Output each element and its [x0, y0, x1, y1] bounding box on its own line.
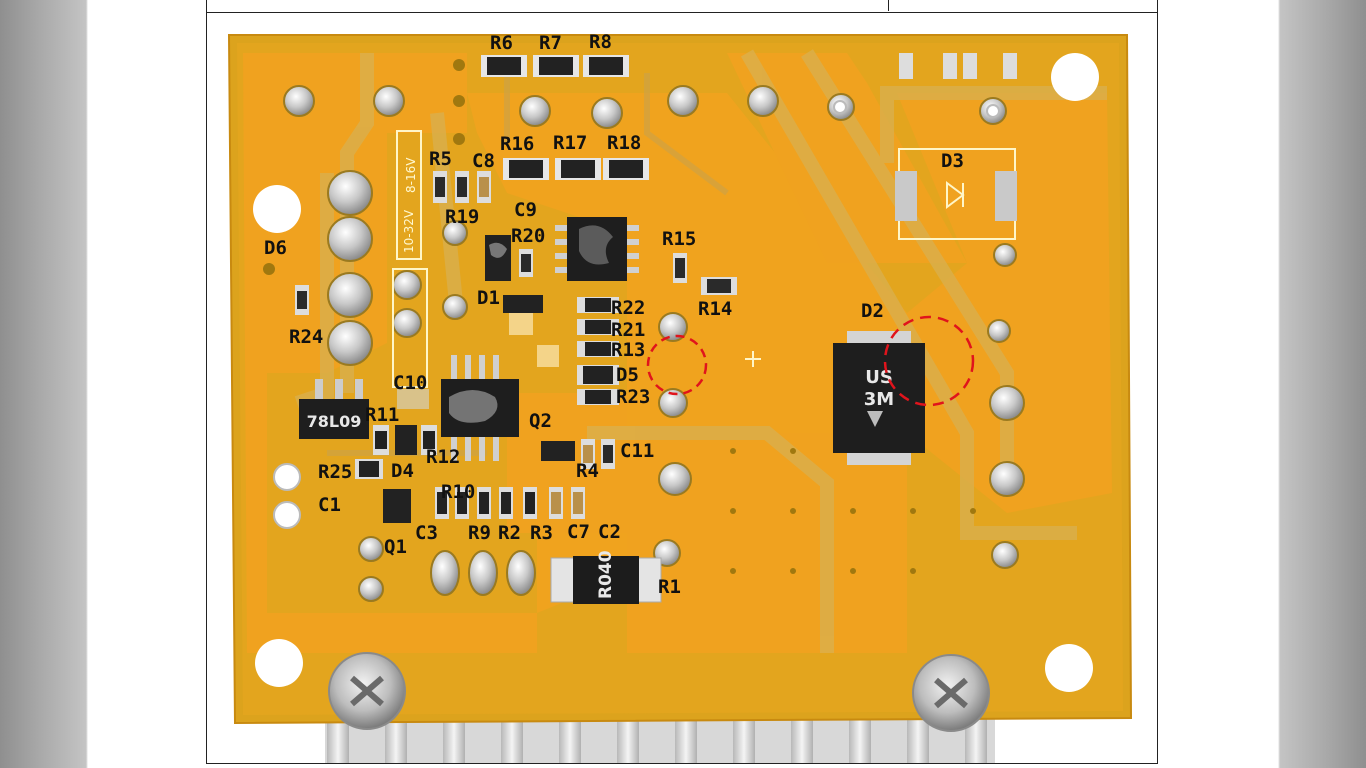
label-c3: C3 [415, 522, 438, 544]
table-divider [888, 0, 889, 11]
label-r13: R13 [611, 339, 645, 361]
label-r7: R7 [539, 32, 562, 54]
label-r1: R1 [658, 576, 681, 598]
shunt-marking: R040 [596, 550, 616, 599]
regulator-marking: 78L09 [307, 412, 362, 431]
label-c2: C2 [598, 521, 621, 543]
label-r15: R15 [662, 228, 696, 250]
screw-left [328, 652, 406, 730]
through-hole-pads [283, 85, 1025, 602]
label-c9: C9 [514, 199, 537, 221]
label-r6: R6 [490, 32, 513, 54]
label-r23: R23 [616, 386, 650, 408]
highlight-circle-right [883, 315, 975, 407]
label-r9: R9 [468, 522, 491, 544]
label-c11: C11 [620, 440, 654, 462]
label-r5: R5 [429, 148, 452, 170]
label-r22: R22 [611, 297, 645, 319]
diode-d2-marking-line2: 3M [864, 389, 894, 410]
label-r20: R20 [511, 225, 545, 247]
smd-small-components [295, 53, 1017, 523]
label-c10: C10 [393, 372, 427, 394]
label-q1: Q1 [384, 536, 407, 558]
input-range-b: 8-16V [404, 157, 418, 193]
ic-controller-top [555, 217, 639, 281]
label-r18: R18 [607, 132, 641, 154]
label-r14: R14 [698, 298, 732, 320]
mounting-holes [253, 53, 1099, 692]
diode-d2: US 3M [833, 331, 925, 465]
label-d1: D1 [477, 287, 500, 309]
label-r2: R2 [498, 522, 521, 544]
vias [263, 59, 976, 574]
label-c1: C1 [318, 494, 341, 516]
table-top-cell [206, 0, 1158, 13]
label-c7: C7 [567, 521, 590, 543]
regulator-78l09: 78L09 [299, 379, 369, 439]
label-r21: R21 [611, 319, 645, 341]
label-r25: R25 [318, 461, 352, 483]
shunt-resistor-r1: R040 [550, 550, 662, 604]
component-labels: R6 R7 R8 R16 R17 R18 R5 C8 R19 C9 R20 R1… [264, 31, 964, 598]
image-frame [206, 0, 1158, 764]
label-c8: C8 [472, 150, 495, 172]
pcb-photo: 10-32V 8-16V [207, 13, 1157, 763]
label-q2: Q2 [529, 410, 552, 432]
label-r19: R19 [445, 206, 479, 228]
input-range-a: 10-32V [402, 209, 416, 253]
label-d4: D4 [391, 460, 414, 482]
ic-controller-bottom [441, 355, 519, 461]
label-r10: R10 [441, 481, 475, 503]
label-r3: R3 [530, 522, 553, 544]
label-r4: R4 [576, 460, 599, 482]
pcb-board-svg: 10-32V 8-16V [227, 31, 1133, 763]
label-r11: R11 [365, 404, 399, 426]
label-d3: D3 [941, 150, 964, 172]
label-d6: D6 [264, 237, 287, 259]
label-d5: D5 [616, 364, 639, 386]
label-d2: D2 [861, 300, 884, 322]
highlight-circle-left [646, 334, 708, 396]
label-r12: R12 [426, 446, 460, 468]
label-r24: R24 [289, 326, 323, 348]
transistor-d1 [485, 235, 511, 281]
label-r17: R17 [553, 132, 587, 154]
label-r16: R16 [500, 133, 534, 155]
smd-resistors-top [481, 55, 649, 180]
label-r8: R8 [589, 31, 612, 53]
screw-right [912, 654, 990, 732]
